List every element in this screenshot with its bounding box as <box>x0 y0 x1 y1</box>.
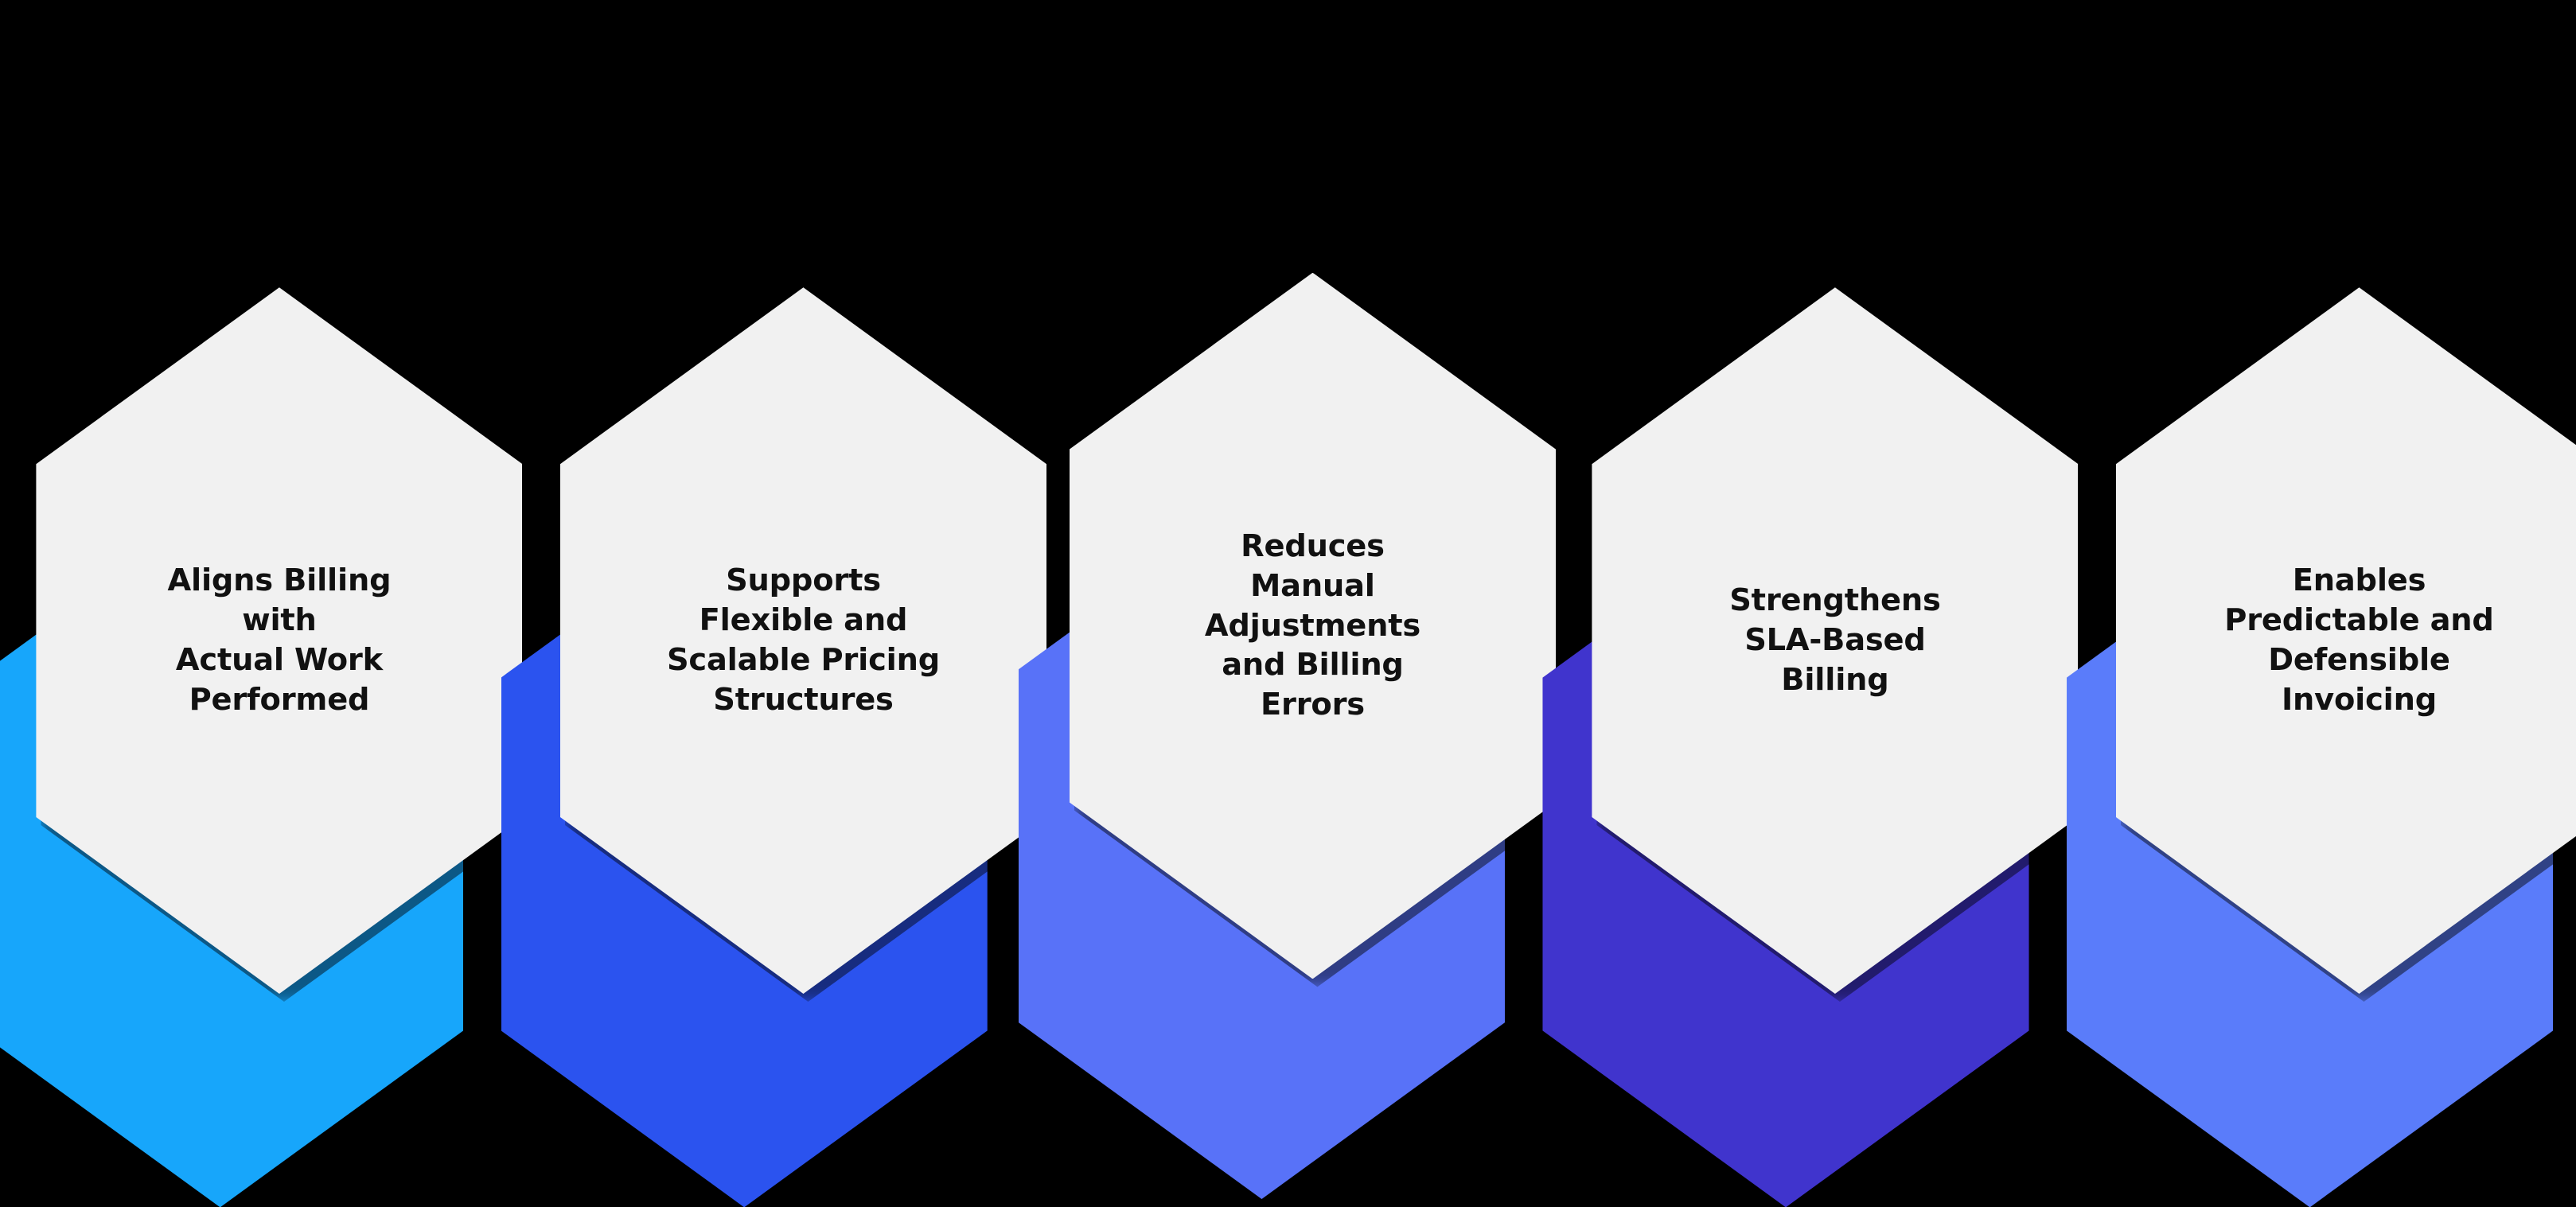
hexagon-label-1: Aligns Billing with Actual Work Performe… <box>167 563 392 718</box>
hexagon-label-4: Strengthens SLA-Based Billing <box>1729 582 1941 699</box>
hexagon-label-3: Reduces Manual Adjustments and Billing E… <box>1204 528 1421 723</box>
hexagon-label-5: Enables Predictable and Defensible Invoi… <box>2224 563 2494 718</box>
hexagon-label-2: Supports Flexible and Scalable Pricing S… <box>666 563 940 718</box>
hexagon-diagram-canvas: Aligns Billing with Actual Work Performe… <box>0 272 2576 1207</box>
